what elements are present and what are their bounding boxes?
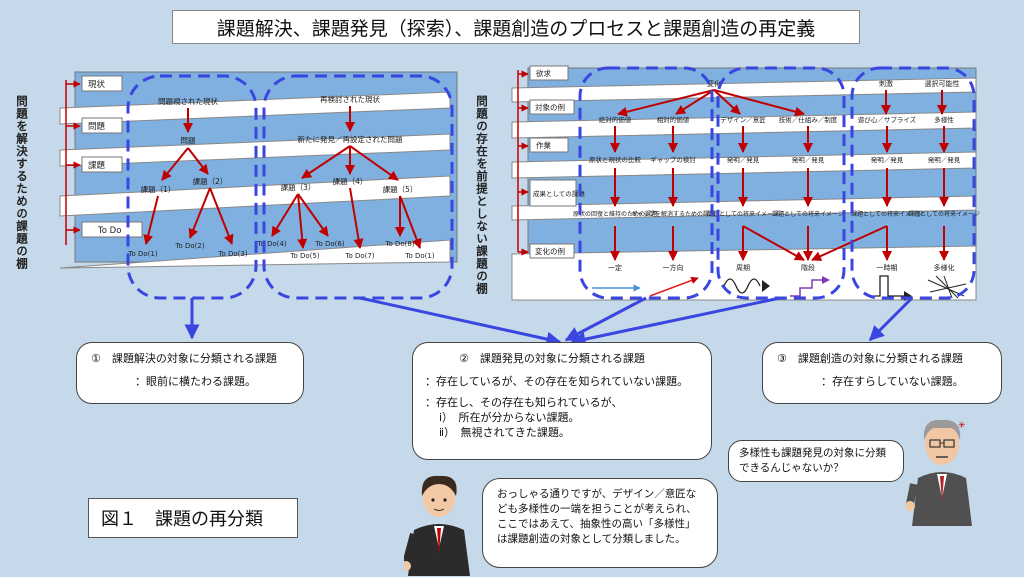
target-label: 多様性	[934, 115, 954, 124]
change-label: 一定	[608, 263, 622, 272]
left-diagram: 現状 問題 課題 To Do 問題視された現状 問題 課題（1） 課題（2） T…	[59, 71, 458, 300]
left-row-label: 問題	[88, 122, 106, 132]
group2-task: 課題（4）	[333, 176, 368, 186]
top-mid-label: 変化	[707, 79, 721, 88]
top-right-label: 選択可能性	[925, 79, 960, 88]
change-label: 一時期	[877, 264, 898, 272]
work-label: 発明／発見	[792, 155, 825, 164]
group1-task: 課題（2）	[193, 176, 228, 186]
work-label: 発明／発見	[727, 155, 760, 164]
step-icon	[790, 279, 822, 297]
box1-body: ：眼前に横たわる課題。	[135, 375, 256, 388]
group2-todo: To Do(7)	[344, 252, 374, 260]
group1-dashed	[126, 74, 258, 300]
figure-label: 図１ 課題の再分類	[88, 498, 298, 538]
group1-top: 問題視された現状	[158, 96, 218, 106]
right-row-label: 欲求	[536, 68, 551, 78]
box2-line2: ：存在し、その存在も知られているが、	[425, 396, 623, 409]
result-label: 課題としての将来イメージ	[772, 210, 844, 218]
group1-task: 課題（1）	[141, 184, 176, 194]
change-label: 周期	[736, 264, 750, 272]
result-label: 課題としての将来イメージ	[908, 210, 980, 218]
group1-problem: 問題	[181, 136, 196, 145]
work-label: 発明／発見	[871, 155, 904, 164]
group2-problem: 新たに発見／再設定された問題	[298, 134, 403, 144]
businessman-young-icon	[404, 475, 470, 576]
page-title: 課題解決、課題発見（探索）、課題創造のプロセスと課題創造の再定義	[172, 10, 860, 44]
group2-todo: To Do(5)	[289, 252, 319, 260]
result-label: 課題としての将来イメージ	[707, 210, 779, 218]
speech-bubble-left: おっしゃる通りですが、デザイン／意匠なども多様性の一端を担うことが考えられ、ここ…	[482, 478, 718, 568]
group2-todo: To Do(1)	[404, 252, 434, 260]
category-box-solve: ① 課題解決の対象に分類される課題 ：眼前に横たわる課題。	[76, 342, 304, 404]
work-label: 原状と現状の比較	[589, 155, 642, 164]
right-row-label: 作業	[536, 140, 551, 150]
work-label: 発明／発見	[928, 155, 961, 164]
target-label: 遊び心／サプライズ	[858, 115, 917, 124]
target-label: 相対的価値	[657, 115, 690, 124]
box2-line3: ⅰ） 所在が分からない課題。	[439, 411, 580, 424]
left-row-label: 課題	[88, 160, 106, 171]
category-box-discover: ② 課題発見の対象に分類される課題 ：存在しているが、その存在を知られていない課…	[412, 342, 712, 460]
box2-line1: ：存在しているが、その存在を知られていない課題。	[425, 375, 689, 388]
target-label: 絶対的価値	[599, 115, 632, 124]
group2-todo: To Do(4)	[256, 240, 286, 248]
box1-heading: ① 課題解決の対象に分類される課題	[91, 352, 277, 365]
left-row-label: 現状	[88, 79, 106, 90]
right-row-label: 変化の例	[535, 246, 565, 256]
group1-todo: To Do(3)	[217, 250, 247, 258]
result-label: 原状の回復と維持のための課題	[573, 210, 657, 218]
svg-text:✳: ✳	[958, 421, 966, 431]
right-side-label: 問題の存在を前提としない課題の棚	[475, 95, 489, 295]
result-label: 課題としての将来イメージ	[851, 210, 923, 218]
speech-bubble-right: 多様性も課題発見の対象に分類できるんじゃないか？	[728, 440, 904, 482]
right-diagram: 欲求 対象の例 作業 成果としての課題 変化の例 変化 刺激 選択可能性 絶対的…	[511, 65, 980, 301]
group2-dashed	[262, 74, 454, 300]
right-row-label: 成果としての課題	[533, 189, 585, 198]
work-label: ギャップの検討	[650, 155, 696, 164]
change-label: 階段	[801, 263, 815, 272]
group1-todo: To Do(2)	[174, 242, 204, 250]
group2-todo: To Do(6)	[314, 240, 344, 248]
group2-task: 課題（3）	[281, 182, 316, 192]
box3-heading: ③ 課題創造の対象に分類される課題	[777, 352, 963, 365]
right-row-label: 対象の例	[535, 102, 565, 112]
change-label: 一方向	[663, 263, 684, 272]
top-right-label: 刺激	[879, 79, 893, 88]
category-box-create: ③ 課題創造の対象に分類される課題 ：存在すらしていない課題。	[762, 342, 1002, 404]
cycle-icon	[723, 278, 761, 294]
one-period-icon	[870, 275, 904, 297]
box2-line4: ⅱ） 無視されてきた課題。	[439, 426, 570, 439]
box2-heading: ② 課題発見の対象に分類される課題	[459, 352, 645, 365]
group2-task: 課題（5）	[383, 184, 418, 194]
box3-body: ：存在すらしていない課題。	[821, 375, 964, 388]
group1-todo: To Do(1)	[127, 250, 157, 258]
target-label: デザイン／意匠	[720, 115, 766, 124]
result-label: ギャップを解消するための課題	[631, 210, 715, 218]
left-row-label: To Do	[97, 226, 121, 236]
left-shelf-3	[59, 175, 451, 217]
left-side-label: 問題を解決するための課題の棚	[15, 95, 29, 270]
businessman-senior-icon: ✳	[906, 419, 972, 526]
group2-top: 再検討された現状	[320, 94, 380, 104]
target-label: 技術／仕組み／制度	[779, 115, 838, 124]
one-direction-icon	[649, 276, 699, 297]
change-label: 多様化	[934, 263, 955, 272]
diversification-icon	[927, 275, 967, 299]
group2-todo: To Do(8)	[384, 240, 414, 248]
